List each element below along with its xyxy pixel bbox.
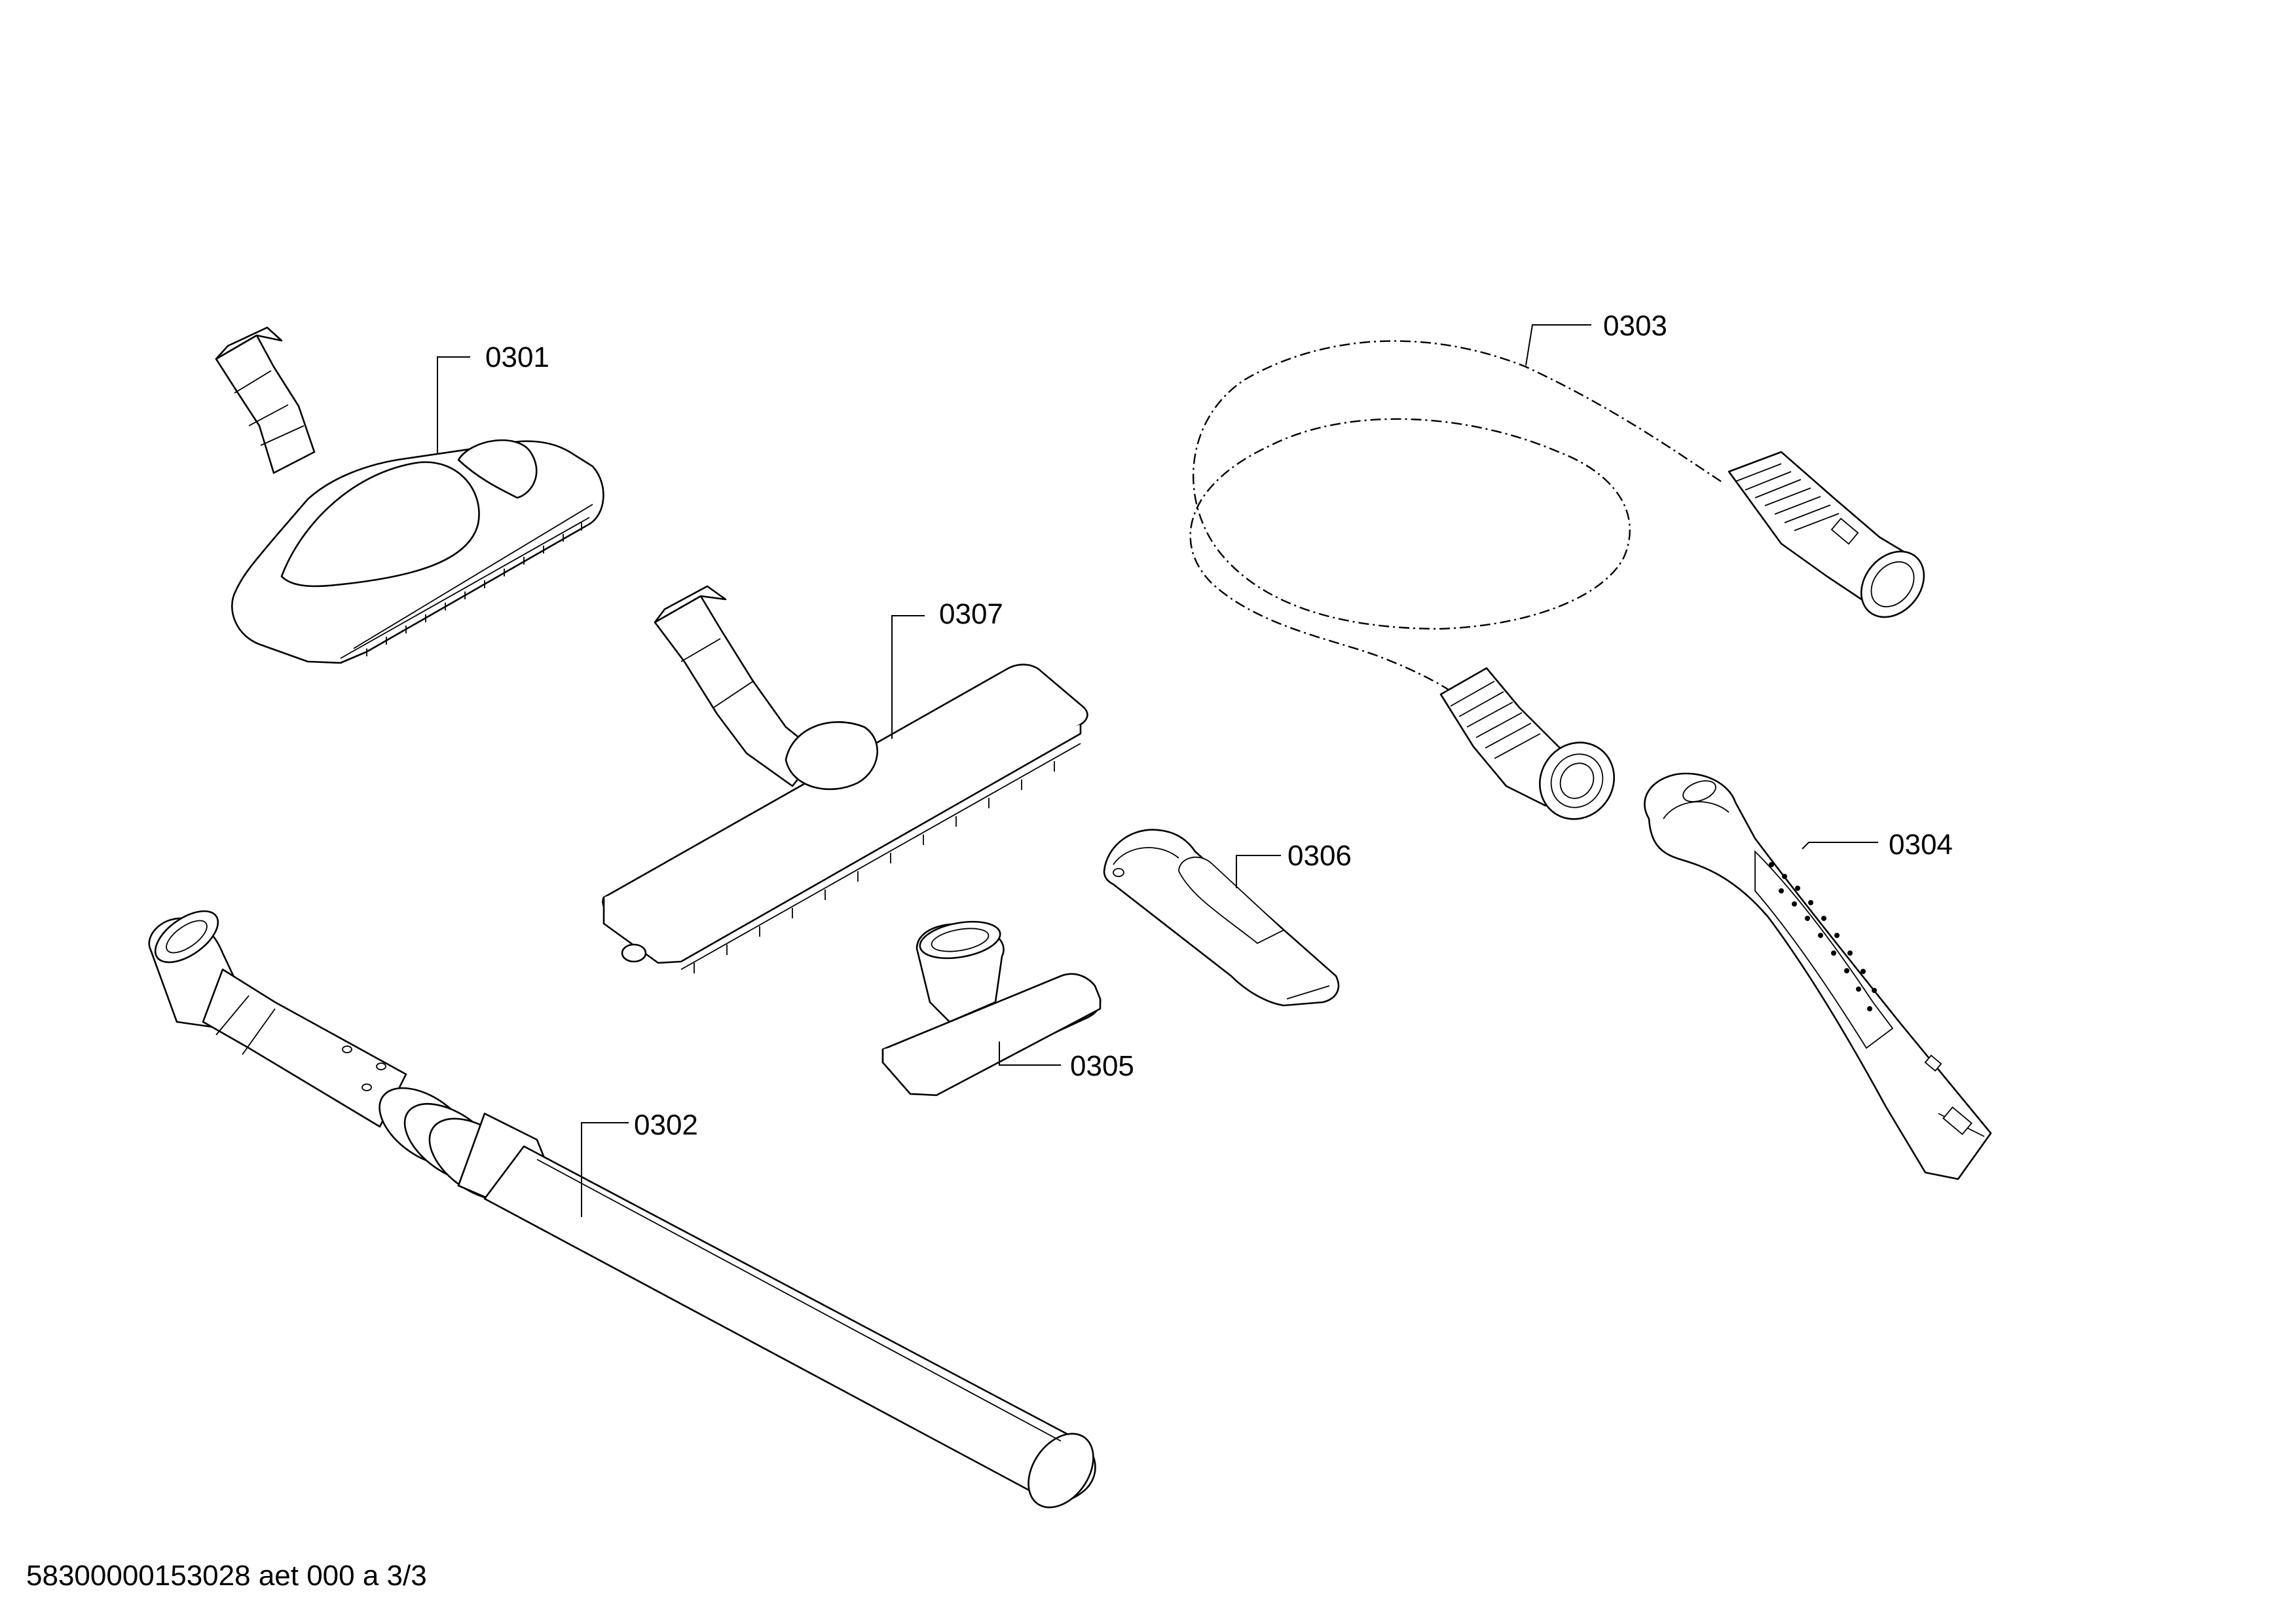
part-0302-telescopic-tube <box>148 910 1096 1509</box>
part-0301-floor-nozzle <box>215 326 604 664</box>
label-0302: 0302 <box>634 1109 698 1141</box>
part-0304-handle <box>1644 772 1992 1180</box>
label-0305: 0305 <box>1070 1050 1134 1082</box>
part-0303-hose <box>1189 324 1925 820</box>
label-0306: 0306 <box>1287 840 1352 872</box>
label-0307: 0307 <box>939 598 1003 630</box>
label-0301: 0301 <box>485 341 549 373</box>
drawing-reference-number: 58300000153028 aet 000 a 3/3 <box>26 1560 427 1592</box>
label-0303: 0303 <box>1603 310 1667 342</box>
part-0307-parquet-nozzle <box>602 585 1088 973</box>
label-0304: 0304 <box>1889 829 1953 861</box>
part-0305-upholstery-tool <box>881 920 1102 1097</box>
part-0306-crevice-tool <box>1103 829 1340 1007</box>
